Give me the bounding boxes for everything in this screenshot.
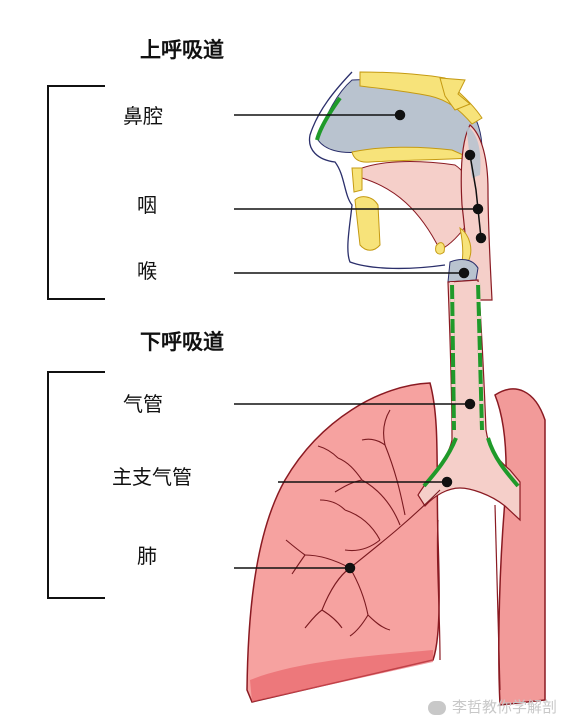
turbinate — [439, 77, 471, 111]
nasal-lining — [315, 96, 342, 141]
lower-bracket — [47, 371, 105, 599]
label-nasal-cavity: 鼻腔 — [123, 104, 163, 128]
leader-lines — [234, 109, 487, 574]
label-trachea: 气管 — [123, 392, 163, 416]
upper-bracket — [47, 85, 105, 300]
label-lung: 肺 — [137, 544, 157, 568]
hyoid — [435, 242, 445, 255]
lower-airway-heading: 下呼吸道 — [140, 330, 224, 354]
lung-base-shadow — [250, 650, 433, 702]
label-larynx: 喉 — [137, 259, 157, 283]
right-lung — [494, 388, 546, 706]
watermark: 李哲教你学解剖 — [427, 696, 557, 717]
upper-airway-heading: 上呼吸道 — [140, 38, 224, 62]
label-pharynx: 咽 — [137, 193, 157, 217]
bronchus-right-wall — [494, 504, 501, 691]
bronchus-lower-wall — [436, 519, 441, 661]
watermark-text: 李哲教你学解剖 — [451, 698, 557, 716]
wechat-icon — [427, 700, 446, 715]
tooth-upper — [351, 167, 363, 193]
palate — [351, 146, 471, 163]
label-main-bronchus: 主支气管 — [112, 465, 192, 489]
head-outline — [308, 71, 446, 270]
tooth-lower — [354, 196, 381, 251]
skull-bone — [359, 71, 483, 125]
